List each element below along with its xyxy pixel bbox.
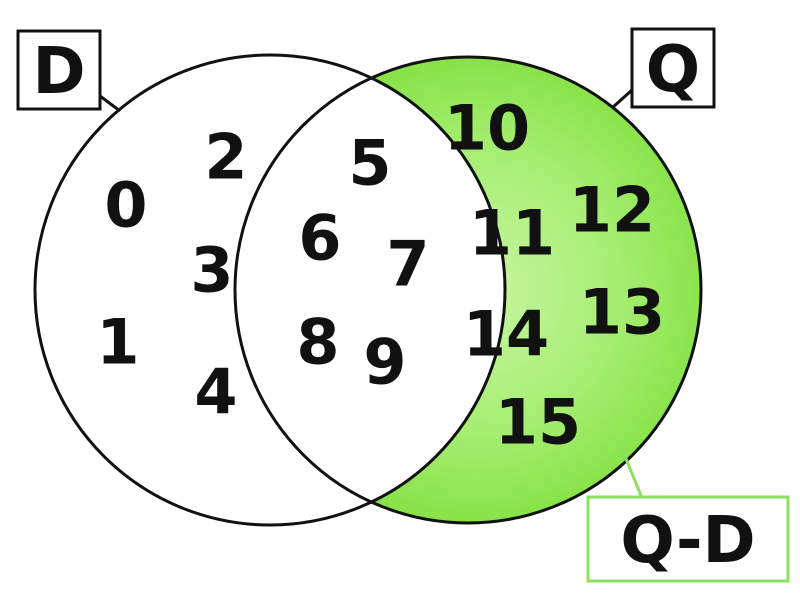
element-8: 8	[296, 306, 339, 379]
label-d-box	[16, 29, 102, 111]
element-0: 0	[104, 169, 147, 242]
label-q-minus-d-connector	[620, 448, 644, 499]
element-15: 15	[495, 386, 581, 459]
label-d-text: D	[32, 35, 85, 109]
label-d-connector	[99, 94, 121, 113]
element-7: 7	[386, 228, 429, 301]
element-5: 5	[348, 127, 391, 200]
element-2: 2	[204, 121, 247, 194]
element-13: 13	[579, 276, 665, 349]
element-4: 4	[194, 356, 237, 429]
element-1: 1	[96, 306, 139, 379]
element-6: 6	[298, 202, 341, 275]
element-12: 12	[569, 174, 655, 247]
set-q-circle	[233, 55, 703, 525]
element-3: 3	[190, 234, 233, 307]
set-d-only-elements: 0 1 2 3 4	[96, 121, 247, 429]
set-q-only-elements: 10 11 12 13 14 15	[444, 92, 665, 459]
label-q-text: Q	[646, 33, 700, 107]
label-q-minus-d-box	[586, 495, 790, 583]
element-10: 10	[444, 92, 530, 165]
label-d: D	[16, 29, 102, 111]
q-minus-d-region	[235, 57, 701, 523]
label-q-minus-d: Q-D	[586, 495, 790, 583]
label-q: Q	[630, 27, 716, 109]
set-d-circle	[33, 53, 507, 527]
element-14: 14	[463, 298, 549, 371]
label-q-minus-d-text: Q-D	[620, 504, 755, 578]
label-q-connector	[610, 88, 634, 110]
element-9: 9	[363, 326, 406, 399]
intersection-elements: 5 6 7 8 9	[296, 127, 429, 399]
label-q-box	[630, 27, 716, 109]
element-11: 11	[469, 197, 555, 270]
